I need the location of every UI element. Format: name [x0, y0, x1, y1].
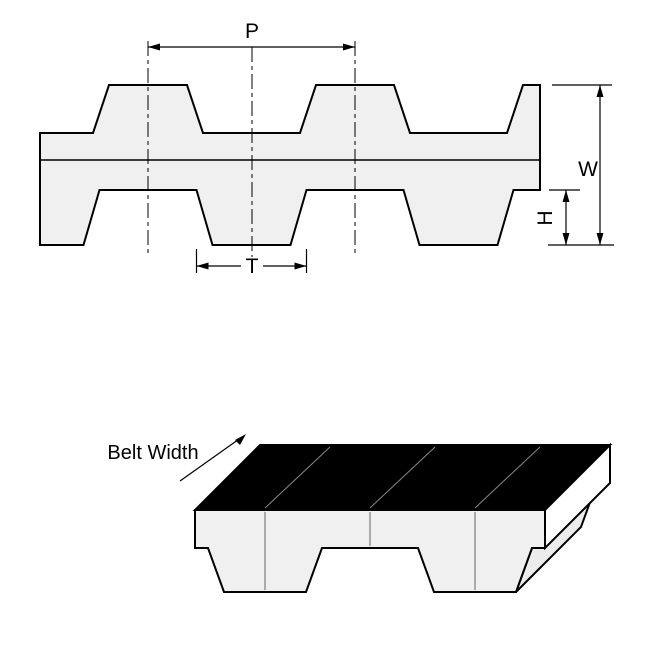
width-label: W: [578, 158, 598, 181]
top-centerline-tooth1: [264, 446, 331, 509]
top-centerline-valley: [369, 446, 436, 509]
tooth-arrow-right: [294, 262, 307, 270]
belt-end-face: [544, 442, 611, 551]
tooth-height-dimension: H: [534, 189, 580, 245]
belt-width-arrow-line: [179, 436, 243, 482]
pitch-arrow-left: [148, 43, 160, 51]
pitch-dimension: P: [148, 20, 355, 51]
width-arrow-bottom: [596, 233, 604, 245]
belt-cross-section-profile: [39, 84, 541, 246]
isometric-view: Belt Width: [107, 434, 613, 593]
tooth-width-dimension: T: [195, 249, 308, 278]
tooth-width-label: T: [246, 255, 259, 278]
belt-width-label: Belt Width: [107, 442, 198, 464]
tooth-arrow-left: [196, 262, 209, 270]
height-arrow-bottom: [562, 233, 570, 245]
overall-width-dimension: W: [548, 84, 614, 246]
height-label: H: [534, 210, 557, 225]
width-arrow-top: [596, 85, 604, 97]
cross-section-view: P W H: [39, 20, 614, 278]
belt-width-callout: Belt Width: [107, 434, 246, 482]
pitch-arrow-right: [343, 43, 355, 51]
belt-width-arrow-head: [235, 434, 246, 445]
height-arrow-top: [562, 190, 570, 202]
top-centerline-tooth2: [474, 446, 541, 509]
pitch-label: P: [245, 20, 259, 43]
